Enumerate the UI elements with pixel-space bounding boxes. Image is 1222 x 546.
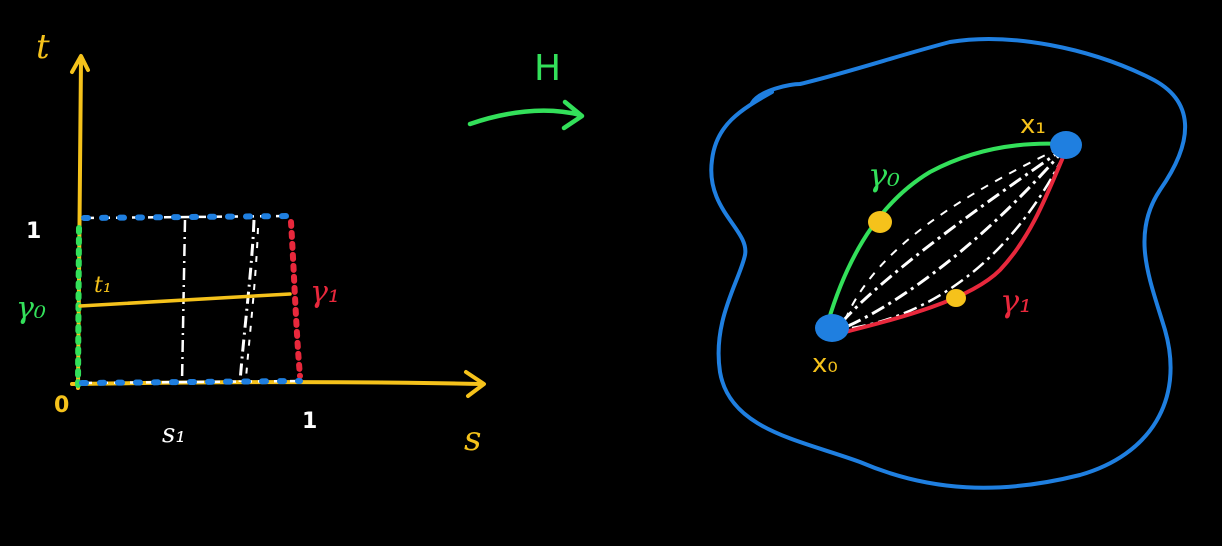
- homotopy-map-arrow: H: [467, 48, 585, 131]
- gamma1-point: [946, 289, 966, 307]
- map-arrow-shaft: [467, 108, 583, 127]
- homotopy-intermediate-path-2: [847, 151, 1064, 328]
- s1-label: s₁: [162, 419, 186, 449]
- s-axis-arrowhead: [464, 370, 486, 398]
- gamma1-path: [843, 148, 1068, 334]
- gamma1-label-left: γ₁: [310, 275, 340, 310]
- x1-point: [1050, 131, 1082, 159]
- x1-label: x₁: [1020, 110, 1046, 140]
- t-axis-label: t: [36, 27, 50, 67]
- t1-horizontal-line: [78, 292, 292, 308]
- homotopy-intermediate-path-1: [840, 148, 1063, 324]
- s-one-label: 1: [302, 409, 317, 434]
- homotopy-intermediate-path-4: [844, 147, 1061, 321]
- gamma1-label-right: γ₁: [1000, 282, 1032, 320]
- t-one-label: 1: [26, 219, 41, 244]
- gamma0-label-right: γ₀: [868, 156, 900, 194]
- gamma0-path: [826, 141, 1064, 324]
- intermediate-vertical-line: [238, 219, 256, 383]
- x0-label: x₀: [812, 349, 838, 379]
- origin-label: 0: [54, 393, 69, 418]
- map-arrow-head: [561, 99, 585, 131]
- bottom-edge-constant-x0: [79, 378, 303, 386]
- gamma1-edge: [288, 219, 303, 379]
- space-boundary: [709, 37, 1188, 490]
- parameter-square-diagram: t s 0 1 1 s₁ t₁ γ₀ γ₁: [16, 27, 486, 459]
- intermediate-vertical-line-2: [245, 227, 259, 379]
- x0-point: [815, 314, 849, 342]
- t1-label: t₁: [94, 273, 112, 298]
- gamma0-point: [868, 211, 892, 233]
- t-axis-arrowhead: [70, 54, 90, 74]
- s-axis-label: s: [464, 419, 481, 459]
- top-edge: [83, 214, 293, 220]
- space-diagram: x₀ x₁ γ₀ γ₁: [709, 37, 1188, 490]
- map-label: H: [534, 48, 561, 89]
- gamma0-label-left: γ₀: [16, 291, 46, 326]
- top-edge-constant-x1: [81, 213, 295, 221]
